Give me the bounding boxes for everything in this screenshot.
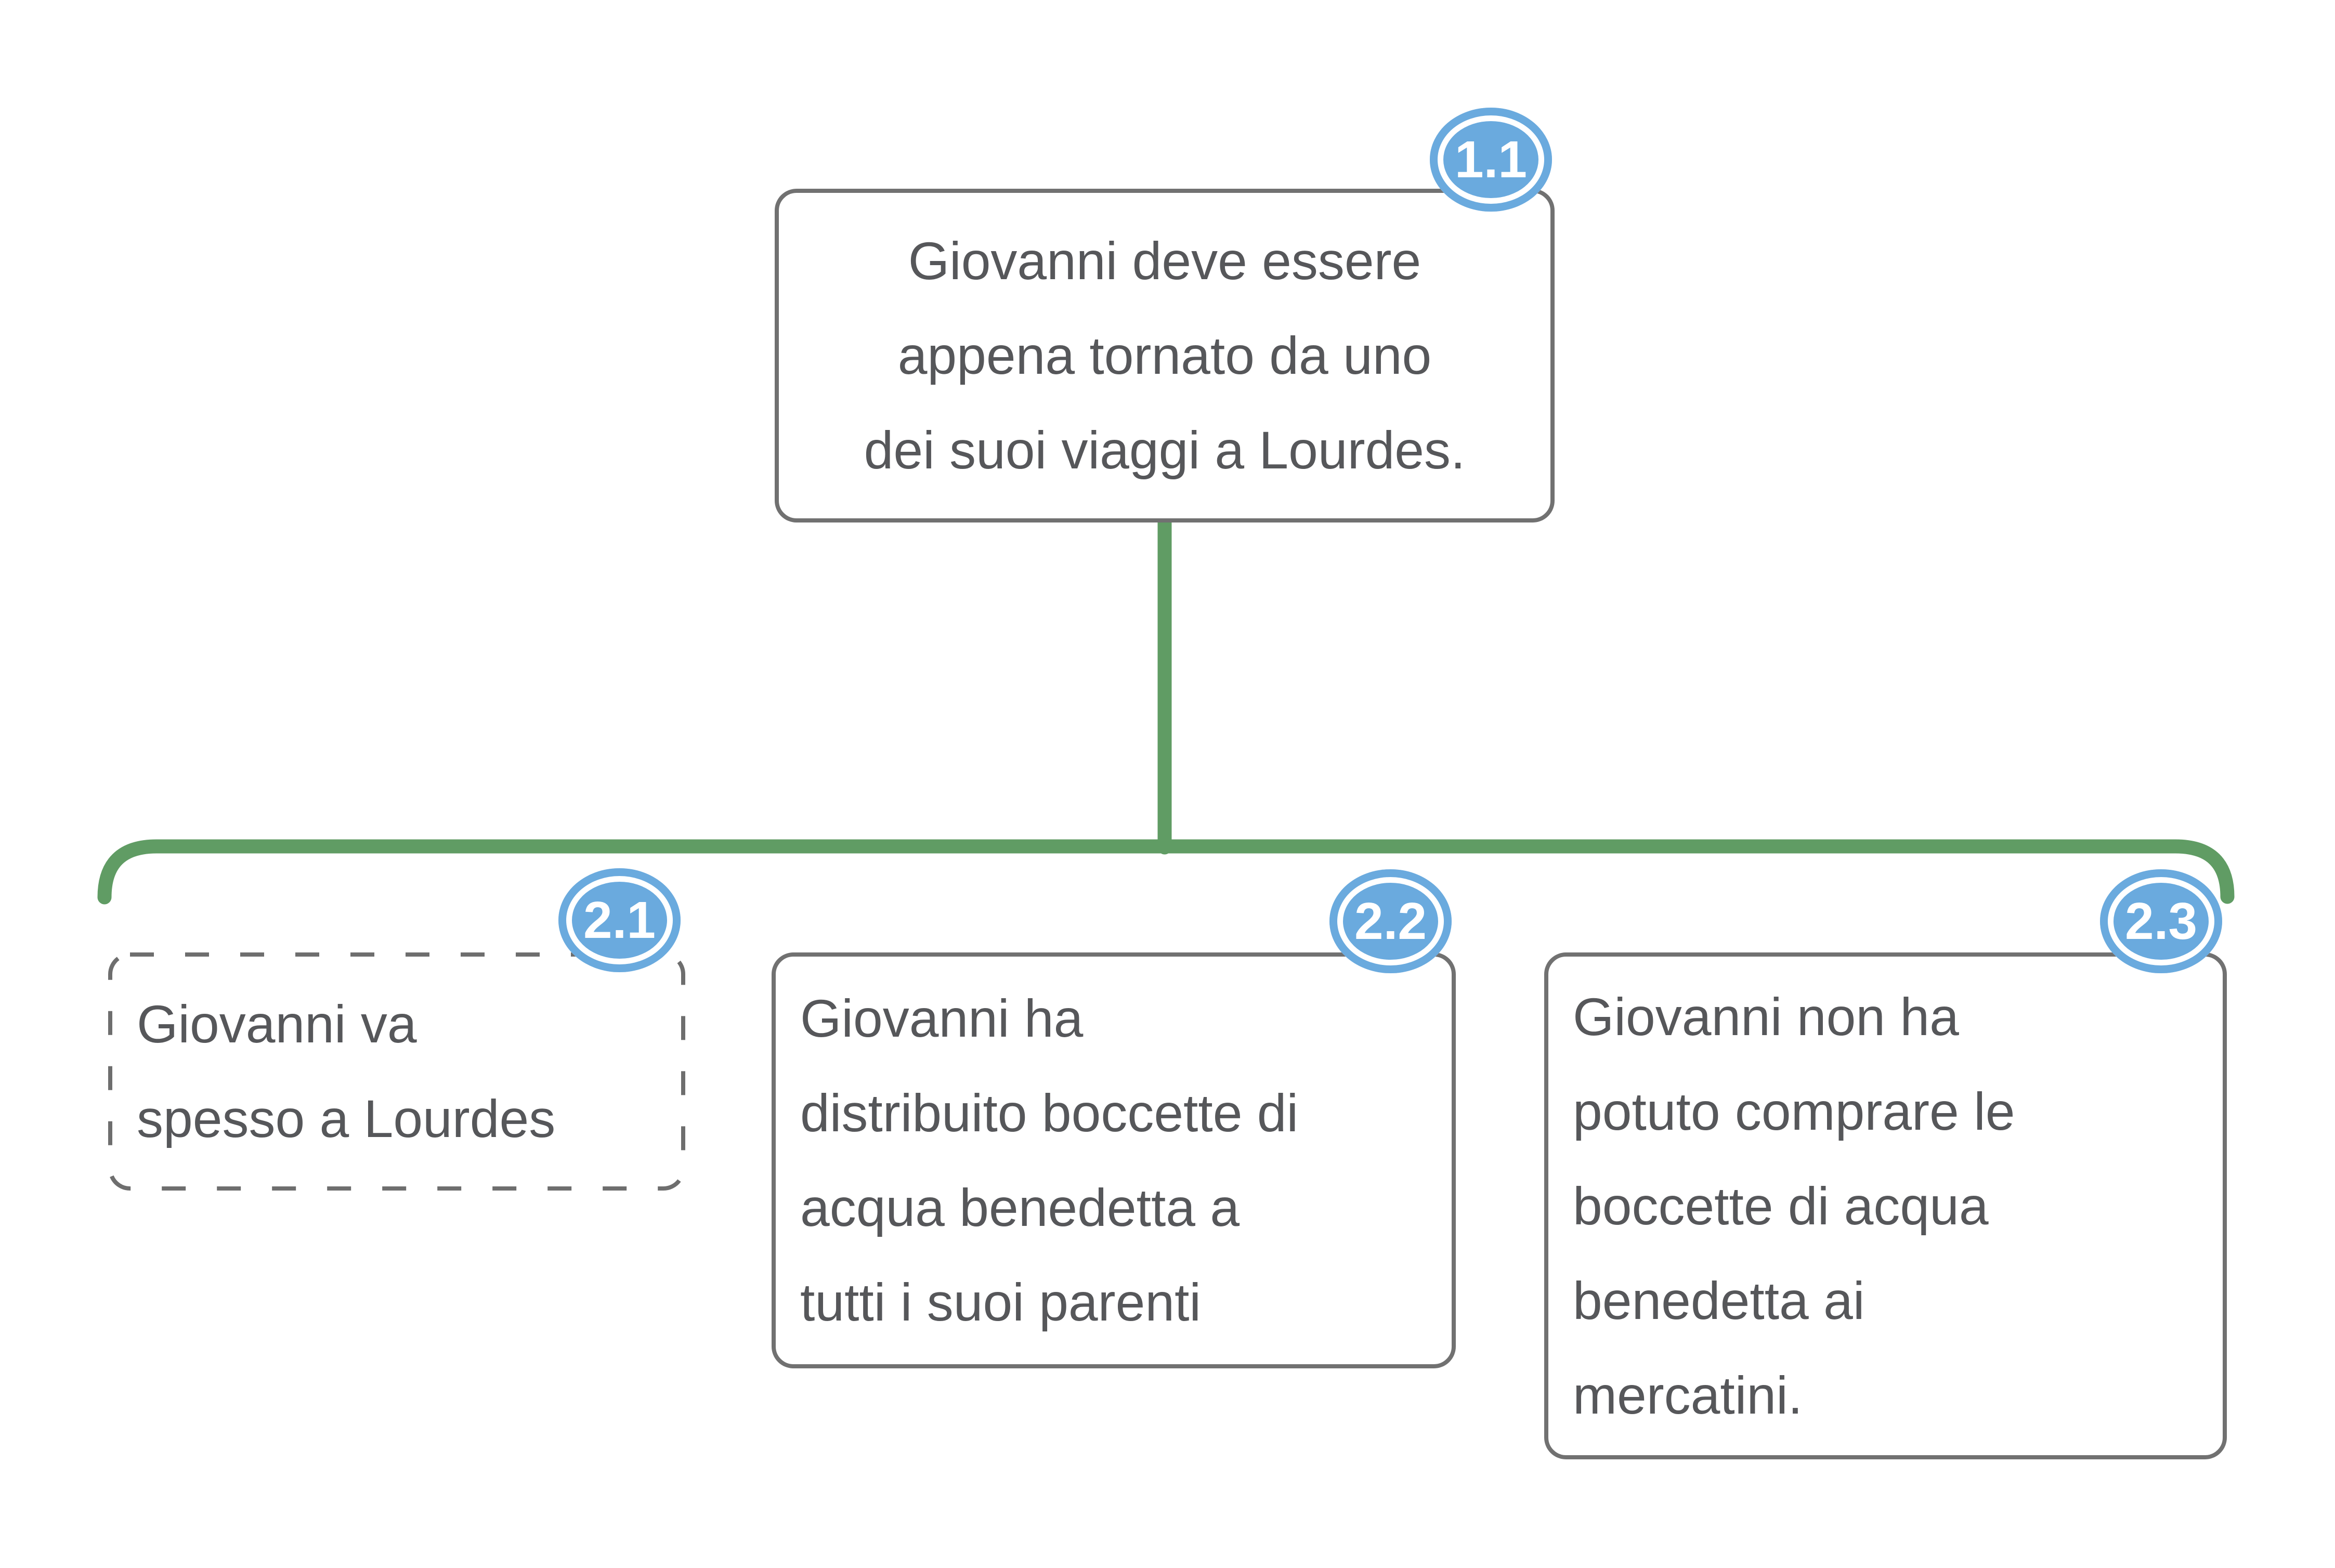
- node-text-line: Giovanni deve essere: [908, 231, 1421, 291]
- node-badge-label: 2.3: [2124, 892, 2197, 950]
- node-badge-label: 1.1: [1454, 130, 1527, 189]
- node-badge-label: 2.2: [1354, 892, 1427, 950]
- node-text-line: Giovanni non ha: [1573, 987, 1959, 1047]
- node-box-2-3[interactable]: Giovanni non ha potuto comprare le bocce…: [1544, 952, 2227, 1459]
- node-box-1-1[interactable]: Giovanni deve essere appena tornato da u…: [775, 189, 1555, 522]
- connector-bracket: [97, 839, 2235, 905]
- node-box-2-1[interactable]: Giovanni va spesso a Lourdes: [108, 952, 685, 1191]
- node-text-line: acqua benedetta a: [800, 1178, 1240, 1237]
- node-text-line: benedetta ai: [1573, 1271, 1865, 1330]
- node-text-line: mercatini.: [1573, 1365, 1803, 1425]
- node-text-line: potuto comprare le: [1573, 1081, 2015, 1141]
- node-text-line: appena tornato da uno: [897, 326, 1432, 385]
- node-badge-2-2[interactable]: 2.2: [1329, 869, 1452, 973]
- node-text-line: Giovanni va: [137, 995, 417, 1054]
- node-text-line: boccette di acqua: [1573, 1176, 1989, 1236]
- node-text-line: spesso a Lourdes: [137, 1089, 556, 1148]
- node-badge-label: 2.1: [583, 891, 656, 949]
- node-badge-2-1[interactable]: 2.1: [558, 868, 681, 972]
- node-text-line: distribuito boccette di: [800, 1083, 1299, 1143]
- node-2-1-dashed-border: [108, 952, 685, 1191]
- node-badge-1-1[interactable]: 1.1: [1430, 108, 1552, 212]
- node-text-line: dei suoi viaggi a Lourdes.: [864, 421, 1466, 480]
- node-text-line: Giovanni ha: [800, 989, 1084, 1048]
- node-badge-2-3[interactable]: 2.3: [2100, 869, 2222, 973]
- node-text-line: tutti i suoi parenti: [800, 1273, 1202, 1332]
- node-box-2-2[interactable]: Giovanni ha distribuito boccette di acqu…: [772, 952, 1456, 1368]
